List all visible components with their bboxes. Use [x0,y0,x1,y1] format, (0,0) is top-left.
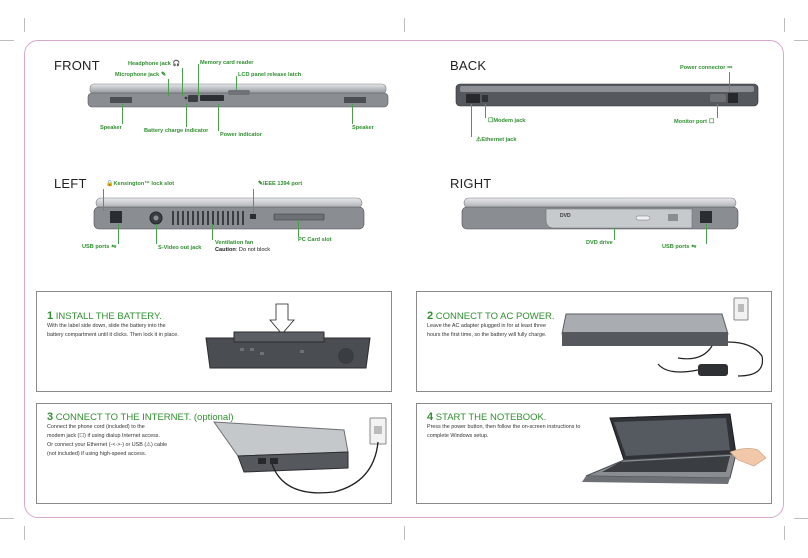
step-3-body: Connect the phone cord (included) to the… [47,424,168,457]
leader-line [118,224,119,244]
leader-line [485,104,486,118]
page-frame [24,40,784,518]
leader-line [471,104,472,137]
monitor-icon: ☐ [708,119,715,125]
step-3-title: 3 CONNECT TO THE INTERNET. (optional) [47,411,234,423]
back-laptop-illustration [455,83,759,107]
usb-icon: ⇋ [111,244,117,250]
left-title: LEFT [54,176,87,191]
leader-line [706,224,707,244]
fold-mark [404,18,405,32]
internet-connection-illustration [212,417,387,494]
left-usb-ports-label: USB ports⇋ [82,244,117,250]
memory-card-reader-label: Memory card reader [200,60,254,66]
leader-line [614,228,615,240]
right-usb-ports-label: USB ports⇋ [662,244,697,250]
back-title: BACK [450,58,487,73]
leader-line [717,104,718,118]
right-title: RIGHT [450,176,492,191]
leader-line [156,224,157,244]
leader-line [352,104,353,124]
phone-icon: ☐ [488,118,494,124]
start-notebook-illustration [582,413,767,484]
microphone-icon: ✎ [161,72,167,78]
front-laptop-illustration [87,83,389,108]
crop-mark [794,40,808,41]
pc-card-slot-label: PC Card slot [298,237,332,243]
kensington-lock-label: 🔒Kensington™ lock slot [106,181,175,187]
crop-mark [0,40,14,41]
crop-mark [0,518,14,519]
crop-mark [784,18,785,32]
step-2-title: 2 CONNECT TO AC POWER. [427,310,555,322]
power-indicator-label: Power indicator [220,132,262,138]
modem-jack-label: ☐Modem jack [488,118,526,124]
ac-power-illustration [561,297,764,377]
step-4-title: 4 START THE NOTEBOOK. [427,411,547,423]
lcd-latch-label: LCD panel release latch [238,72,302,78]
dvd-drive-label: DVD drive [586,240,613,246]
crop-mark [794,518,808,519]
leader-line [729,72,730,92]
crop-mark [24,526,25,540]
step-4-body: Press the power button, then follow the … [427,424,581,439]
ieee-1394-icon: ✎ [258,181,264,187]
front-title: FRONT [54,58,100,73]
fold-mark [404,526,405,540]
caution-note: Caution: Do not block [215,247,271,253]
ventilation-fan-label: Ventilation fan [215,240,254,246]
usb-icon: ⇋ [691,244,697,250]
ieee-1394-label: ✎IEEE 1394 port [258,181,303,187]
leader-line [168,79,169,96]
monitor-port-label: Monitor port☐ [674,119,715,125]
leader-line [218,104,219,131]
leader-line [186,104,187,127]
leader-line [198,64,199,96]
leader-line [103,189,104,211]
right-laptop-illustration [461,197,739,230]
microphone-jack-label: Microphone jack✎ [115,72,167,78]
headphone-jack-label: Headphone jack🎧 [128,61,181,67]
power-connector-icon: ⎓ [727,65,733,71]
ethernet-icon: ⚠ [476,137,482,143]
leader-line [122,104,123,124]
dvd-logo: DVD [560,213,571,219]
svideo-label: S-Video out jack [158,245,202,251]
leader-line [298,220,299,237]
speaker-right-label: Speaker [352,125,374,131]
leader-line [212,224,213,240]
leader-line [253,189,254,214]
step-2-body: Leave the AC adapter plugged in for at l… [427,323,547,338]
ethernet-jack-label: ⚠Ethernet jack [476,137,517,143]
leader-line [236,76,237,90]
battery-install-illustration [205,303,371,369]
crop-mark [784,526,785,540]
leader-line [182,68,183,96]
step-1-title: 1 INSTALL THE BATTERY. [47,310,162,322]
battery-indicator-label: Battery charge indicator [144,128,209,134]
lock-icon: 🔒 [106,181,114,187]
speaker-left-label: Speaker [100,125,122,131]
left-laptop-illustration [93,197,365,230]
power-connector-label: Power connector⎓ [680,65,733,71]
headphone-icon: 🎧 [172,61,181,67]
step-1-body: With the label side down, slide the batt… [47,323,179,338]
crop-mark [24,18,25,32]
